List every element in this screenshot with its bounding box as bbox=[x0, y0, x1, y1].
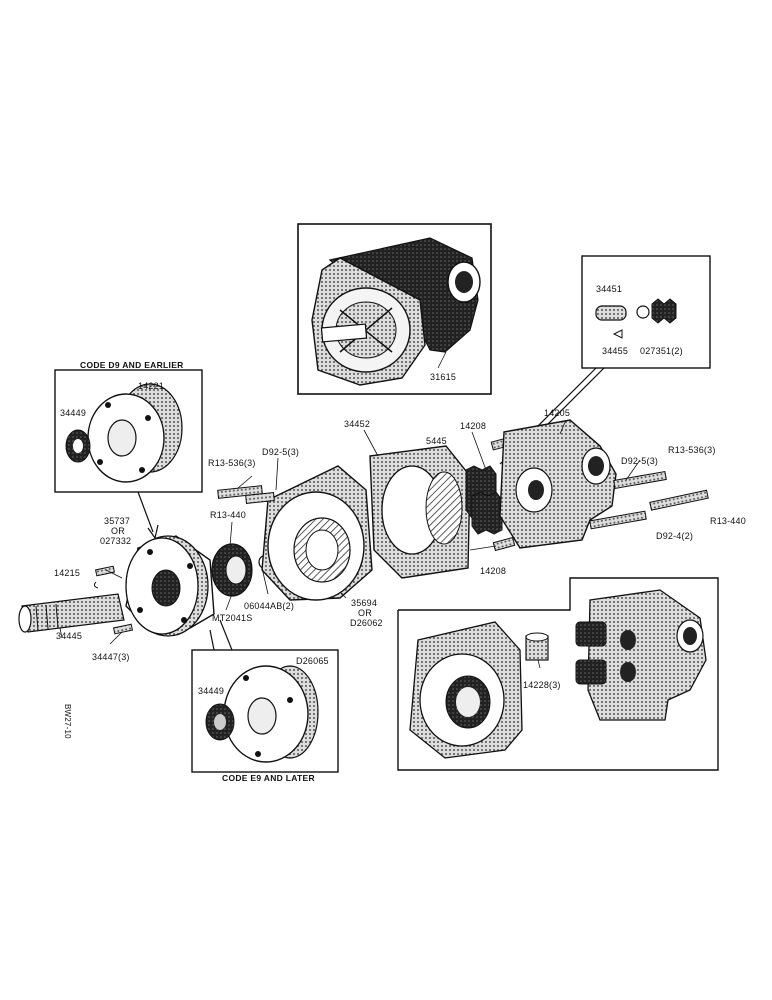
part-d92-5-left: D92-5(3) bbox=[262, 447, 300, 457]
part-34445: 34445 bbox=[56, 631, 83, 641]
part-mt2041s: MT2041S bbox=[212, 613, 253, 623]
inset-small-parts bbox=[499, 255, 711, 467]
part-d92-5-right: D92-5(3) bbox=[621, 456, 659, 466]
part-d26065: D26065 bbox=[296, 656, 329, 666]
label-code-e9: CODE E9 AND LATER bbox=[222, 773, 315, 783]
part-5445: 5445 bbox=[426, 436, 447, 446]
part-34449-early: 34449 bbox=[60, 408, 87, 418]
part-06044ab: 06044AB(2) bbox=[244, 601, 295, 611]
part-34452: 34452 bbox=[344, 419, 371, 429]
label-code-d9: CODE D9 AND EARLIER bbox=[80, 360, 184, 370]
part-14228: 14228(3) bbox=[523, 680, 561, 690]
inset-code-e9 bbox=[191, 619, 339, 773]
part-r13-440-right: R13-440 bbox=[710, 516, 746, 526]
part-34455: 34455 bbox=[602, 346, 629, 356]
side-code: BW27-10 bbox=[63, 704, 72, 739]
inset-assembled-pump bbox=[297, 223, 492, 395]
part-027332: 027332 bbox=[100, 536, 132, 546]
part-35694: 35694 bbox=[351, 598, 378, 608]
part-35737: 35737 bbox=[104, 516, 131, 526]
part-r13-536-right: R13-536(3) bbox=[668, 445, 716, 455]
part-or-1: OR bbox=[111, 526, 125, 536]
part-34449-late: 34449 bbox=[198, 686, 225, 696]
part-14208-top: 14208 bbox=[460, 421, 487, 431]
part-14208-bottom: 14208 bbox=[480, 566, 507, 576]
main-exploded-view bbox=[18, 419, 709, 669]
part-r13-536-left: R13-536(3) bbox=[208, 458, 256, 468]
part-d92-4: D92-4(2) bbox=[656, 531, 694, 541]
part-r13-440-left: R13-440 bbox=[210, 510, 246, 520]
inset-code-d9 bbox=[54, 369, 203, 540]
inset-housings bbox=[397, 577, 719, 771]
part-or-2: OR bbox=[358, 608, 372, 618]
part-34451: 34451 bbox=[596, 284, 623, 294]
part-14205: 14205 bbox=[544, 408, 571, 418]
part-14215: 14215 bbox=[54, 568, 81, 578]
part-14221: 14221 bbox=[138, 381, 165, 391]
part-027351: 027351(2) bbox=[640, 346, 683, 356]
part-34447: 34447(3) bbox=[92, 652, 130, 662]
part-31615: 31615 bbox=[430, 372, 457, 382]
part-d26062: D26062 bbox=[350, 618, 383, 628]
